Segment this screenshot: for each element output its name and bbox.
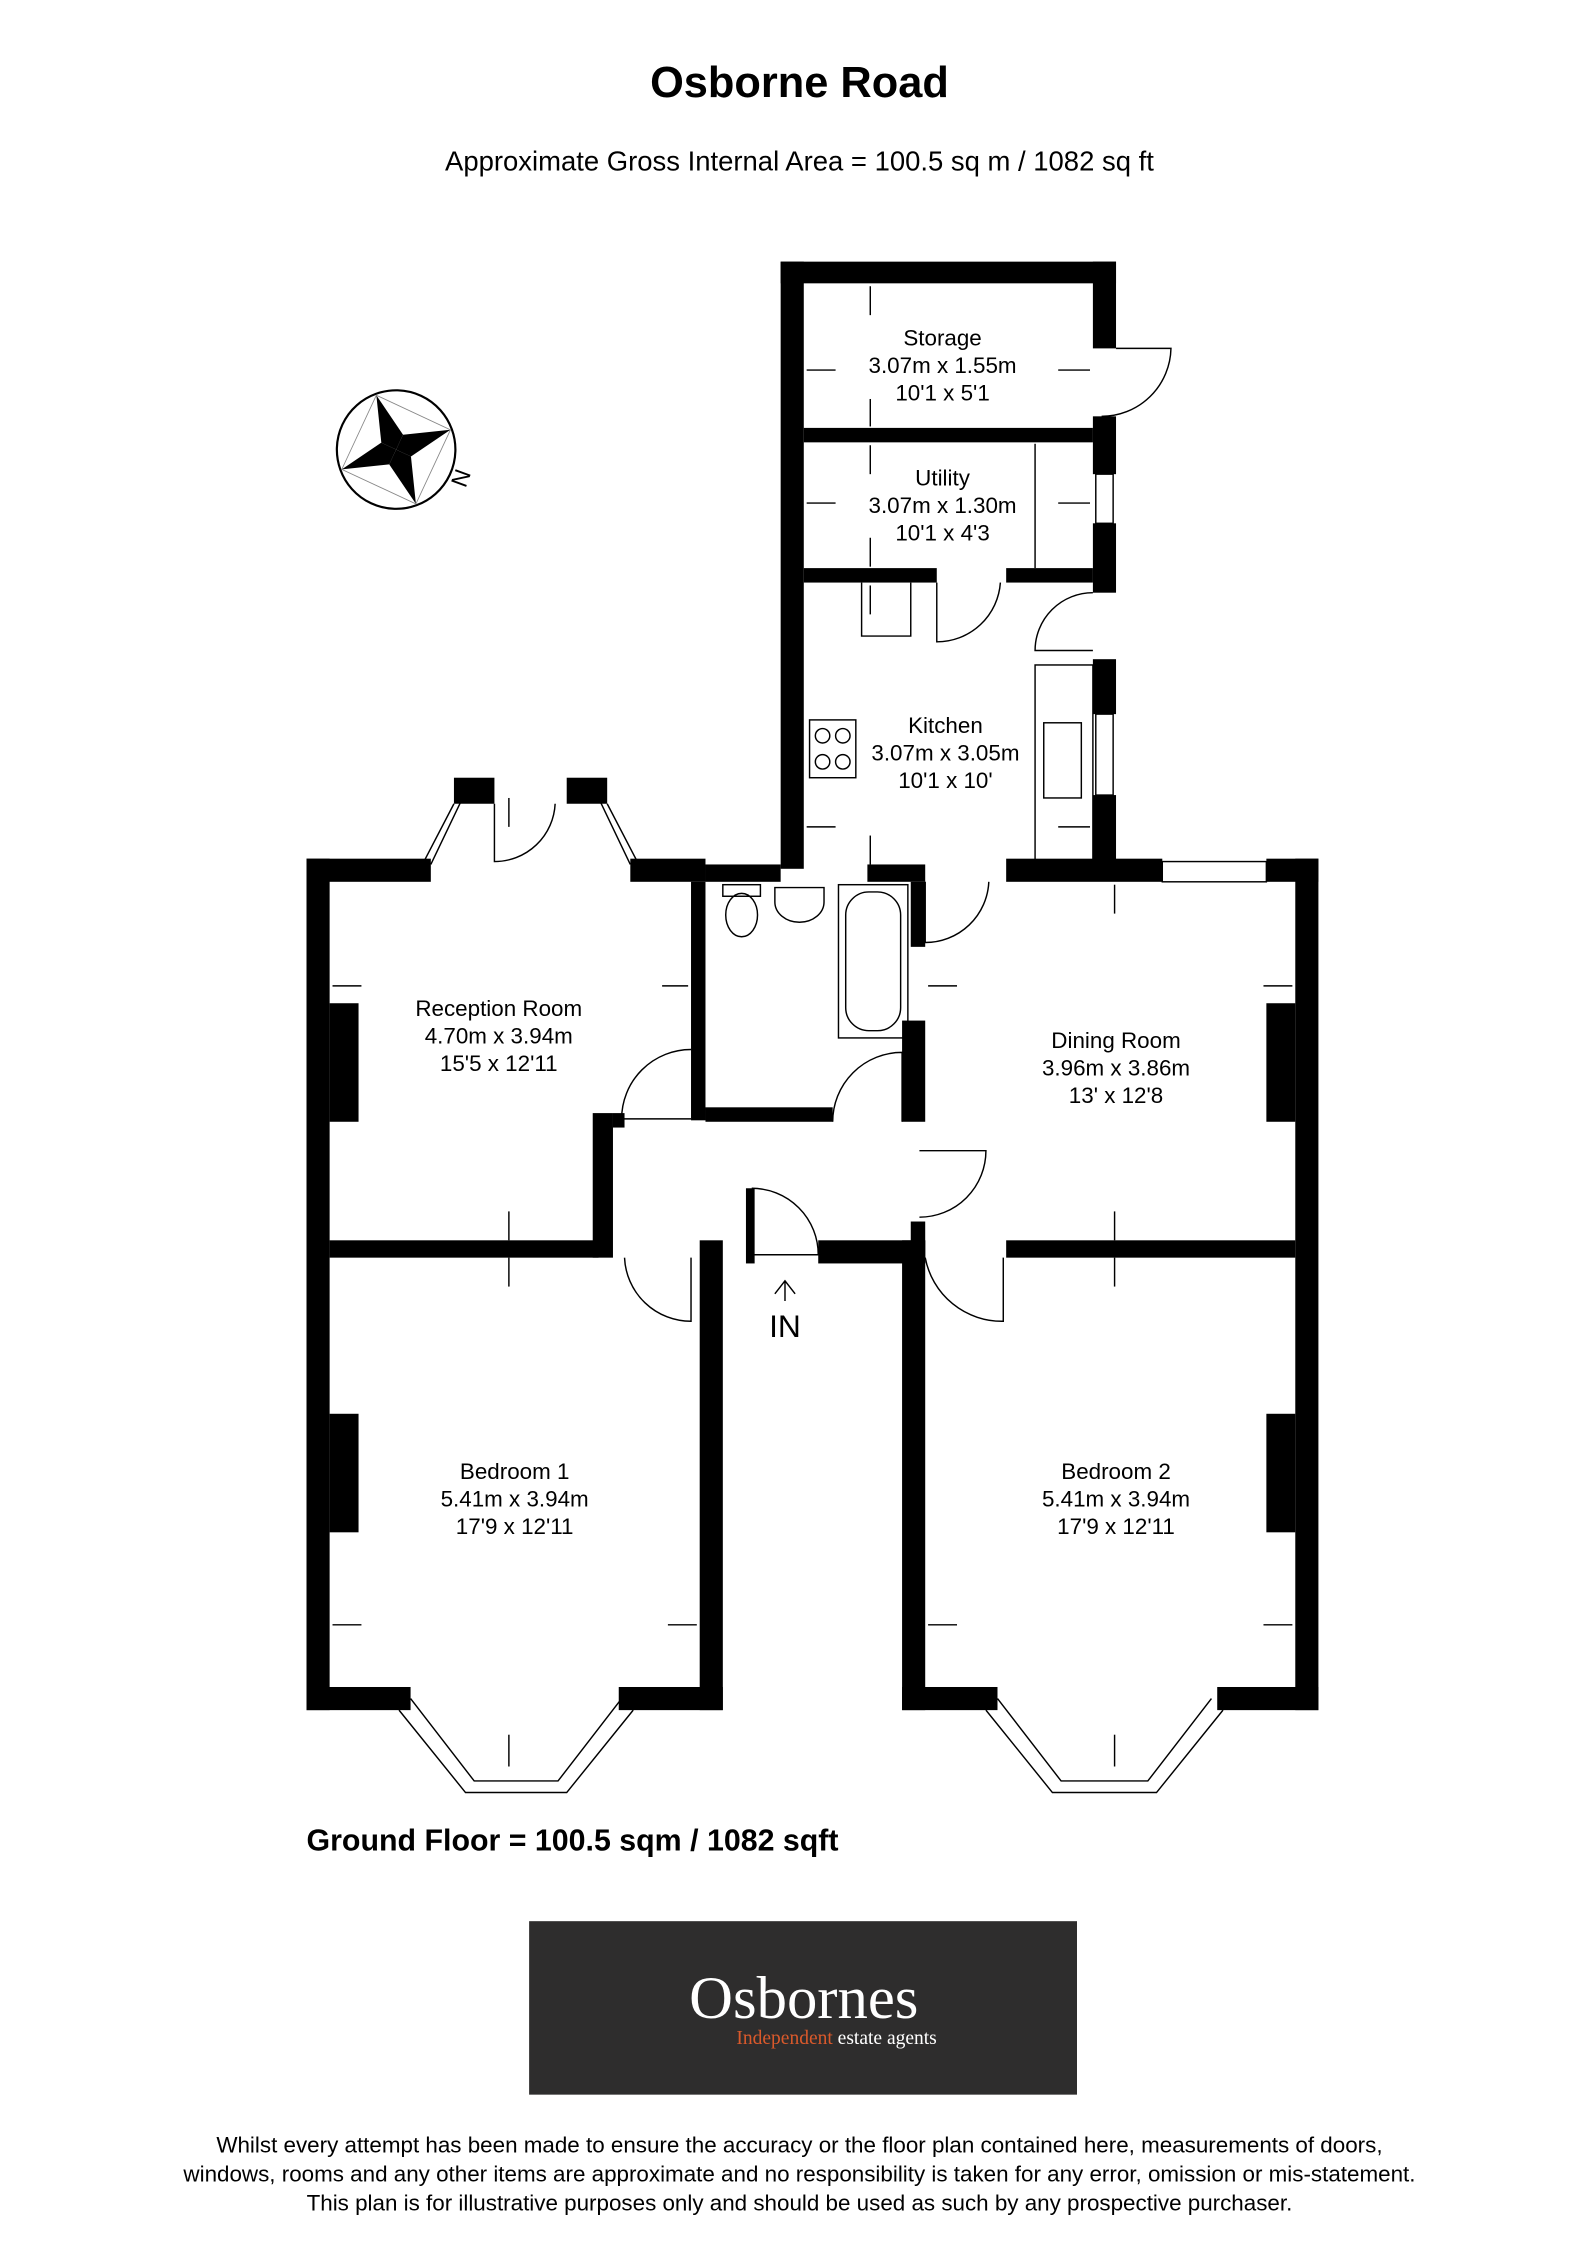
disclaimer-line: Whilst every attempt has been made to en… <box>216 2132 1382 2157</box>
room-metric: 3.07m x 1.55m <box>869 353 1017 378</box>
room-imperial: 10'1 x 10' <box>898 768 992 793</box>
wall <box>902 1240 926 1711</box>
room-storage: Storage 3.07m x 1.55m 10'1 x 5'1 <box>869 325 1017 405</box>
dimension-arrows <box>332 286 1293 1767</box>
room-name: Dining Room <box>1051 1028 1180 1053</box>
walls <box>306 261 1319 1711</box>
room-bedroom-1: Bedroom 1 5.41m x 3.94m 17'9 x 12'11 <box>441 1459 589 1539</box>
room-dining: Dining Room 3.96m x 3.86m 13' x 12'8 <box>1042 1028 1190 1108</box>
room-reception: Reception Room 4.70m x 3.94m 15'5 x 12'1… <box>415 996 582 1076</box>
wall <box>699 1240 723 1711</box>
bay-windows <box>398 473 1268 1794</box>
room-name: Kitchen <box>908 713 983 738</box>
wall <box>803 568 937 583</box>
room-metric: 3.07m x 3.05m <box>871 740 1019 765</box>
room-bedroom-2: Bedroom 2 5.41m x 3.94m 17'9 x 12'11 <box>1042 1459 1190 1539</box>
plan-title: Osborne Road <box>650 59 949 107</box>
room-utility: Utility 3.07m x 1.30m 10'1 x 4'3 <box>869 466 1017 546</box>
entrance-arrow-icon <box>774 1279 796 1302</box>
area-subtitle: Approximate Gross Internal Area = 100.5 … <box>445 146 1154 177</box>
wall <box>818 1240 926 1264</box>
wall <box>1006 1240 1296 1258</box>
room-imperial: 10'1 x 5'1 <box>895 380 989 405</box>
wall <box>630 858 706 882</box>
wall <box>1217 1686 1319 1711</box>
wall <box>745 1188 755 1264</box>
wall <box>803 427 1093 443</box>
chimney-breast <box>1266 1003 1296 1122</box>
chimney-breast <box>329 1003 359 1122</box>
room-metric: 5.41m x 3.94m <box>1042 1486 1190 1511</box>
compass-icon <box>335 389 457 510</box>
disclaimer: Whilst every attempt has been made to en… <box>182 2132 1415 2215</box>
disclaimer-line: This plan is for illustrative purposes o… <box>307 2190 1293 2215</box>
wall <box>306 858 330 1711</box>
osbornes-logo: Osbornes Independent estate agents <box>529 1921 1077 2095</box>
room-name: Bedroom 2 <box>1061 1459 1171 1484</box>
wall <box>1295 858 1319 1711</box>
floor-area-label: Ground Floor = 100.5 sqm / 1082 sqft <box>307 1824 839 1857</box>
wall <box>691 881 706 1121</box>
room-name: Reception Room <box>415 996 582 1021</box>
disclaimer-line: windows, rooms and any other items are a… <box>182 2161 1415 2186</box>
worktop <box>1034 664 1094 871</box>
room-imperial: 13' x 12'8 <box>1069 1083 1163 1108</box>
wall <box>705 864 781 882</box>
wall <box>902 1686 998 1711</box>
compass-north-label: N <box>446 466 476 491</box>
doors <box>493 347 1172 1322</box>
wall <box>910 881 926 947</box>
bath-icon <box>837 883 909 1039</box>
wall <box>1092 659 1117 715</box>
fixtures <box>722 443 1094 1039</box>
wall <box>306 1686 411 1711</box>
wall <box>1092 795 1117 871</box>
hob-icon <box>808 719 857 779</box>
entrance-label: IN <box>769 1308 801 1344</box>
wall <box>612 1113 625 1128</box>
wall <box>1006 568 1093 583</box>
room-name: Storage <box>903 325 981 350</box>
room-metric: 3.07m x 1.30m <box>869 493 1017 518</box>
chimney-breast <box>1266 1413 1296 1533</box>
wall <box>867 864 926 882</box>
room-metric: 4.70m x 3.94m <box>425 1024 573 1049</box>
logo-name: Osbornes <box>689 1965 918 2032</box>
wall <box>618 1686 723 1711</box>
wall <box>329 1240 599 1258</box>
room-metric: 3.96m x 3.86m <box>1042 1056 1190 1081</box>
wall <box>705 1107 833 1122</box>
wall <box>566 777 608 804</box>
chimney-breast <box>329 1413 359 1533</box>
room-name: Utility <box>915 466 971 491</box>
basin-icon <box>774 886 825 923</box>
wall <box>902 1020 926 1122</box>
toilet-icon <box>724 892 759 938</box>
wall <box>306 858 431 882</box>
room-metric: 5.41m x 3.94m <box>441 1486 589 1511</box>
wall <box>1092 523 1117 593</box>
wall <box>453 777 495 804</box>
room-name: Bedroom 1 <box>460 1459 570 1484</box>
wall <box>592 1113 613 1258</box>
wall <box>1092 416 1117 475</box>
wall <box>780 261 804 869</box>
logo-tagline: Independent estate agents <box>736 2028 936 2049</box>
sink-icon <box>1043 722 1083 799</box>
room-imperial: 17'9 x 12'11 <box>456 1514 574 1539</box>
room-imperial: 17'9 x 12'11 <box>1057 1514 1175 1539</box>
room-imperial: 10'1 x 4'3 <box>895 521 989 546</box>
wall <box>780 261 1117 284</box>
room-kitchen: Kitchen 3.07m x 3.05m 10'1 x 10' <box>871 713 1019 793</box>
wall <box>1092 261 1117 349</box>
room-imperial: 15'5 x 12'11 <box>440 1051 558 1076</box>
